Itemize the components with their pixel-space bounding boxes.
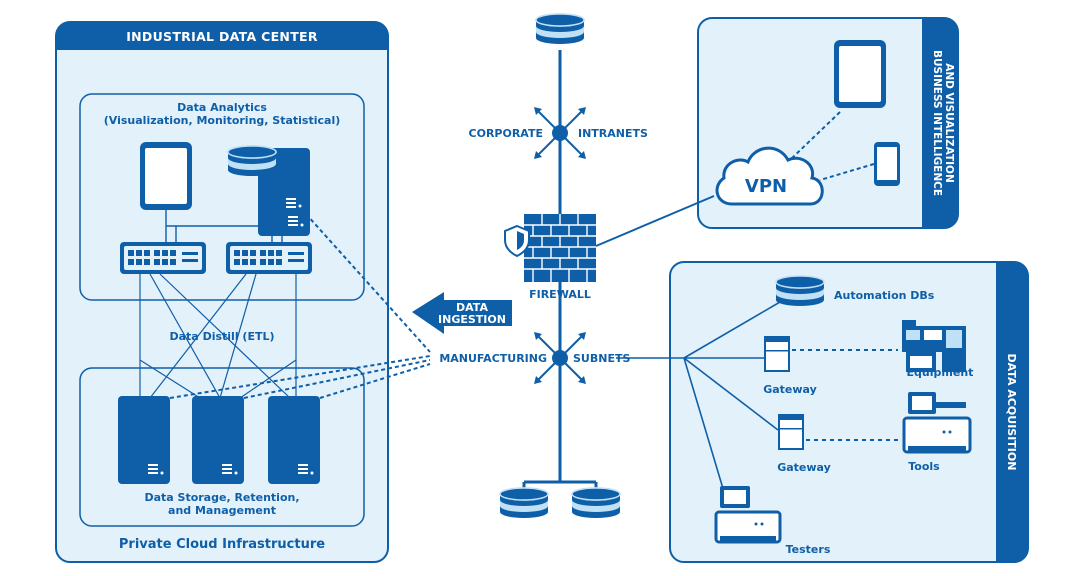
gateway-2-label: Gateway bbox=[777, 461, 831, 474]
industrial-data-center-panel: INDUSTRIAL DATA CENTER Data Analytics (V… bbox=[55, 21, 389, 563]
bi-title-line1: BUSINESS INTELLIGENCE bbox=[931, 50, 943, 196]
server-icon bbox=[192, 396, 244, 484]
business-intelligence-panel: BUSINESS INTELLIGENCE AND VISUALIZATION … bbox=[697, 17, 959, 229]
cloud-icon bbox=[715, 146, 824, 206]
datacenter-title: INDUSTRIAL DATA CENTER bbox=[126, 29, 318, 44]
analytics-label-line1: Data Analytics bbox=[177, 101, 267, 114]
tools-icon bbox=[902, 392, 972, 454]
firewall-label: FIREWALL bbox=[529, 288, 591, 301]
acquisition-title: DATA ACQUISITION bbox=[1005, 354, 1018, 471]
testers-label: Testers bbox=[786, 543, 831, 556]
shield-icon bbox=[504, 224, 530, 258]
tablet-icon bbox=[834, 40, 886, 108]
corporate-label: CORPORATE bbox=[469, 127, 543, 140]
analytics-label-line2: (Visualization, Monitoring, Statistical) bbox=[104, 114, 341, 127]
smartphone-icon bbox=[874, 142, 900, 186]
database-icon bbox=[571, 487, 621, 519]
database-icon bbox=[535, 13, 585, 45]
data-acquisition-panel: DATA ACQUISITION Automation DBs Gateway … bbox=[616, 261, 1029, 563]
network-backbone: CORPORATE INTRANETS FIREWALL bbox=[169, 13, 648, 519]
vpn-label: VPN bbox=[745, 176, 787, 197]
private-cloud-label: Private Cloud Infrastructure bbox=[119, 537, 325, 552]
arrow-left-icon bbox=[412, 292, 512, 334]
equipment-label: Equipment bbox=[907, 366, 974, 379]
server-icon bbox=[268, 396, 320, 484]
ingestion-label-line2: INGESTION bbox=[438, 313, 506, 326]
tools-label: Tools bbox=[908, 460, 940, 473]
manufacturing-label: MANUFACTURING bbox=[439, 352, 547, 365]
gateway-1-label: Gateway bbox=[763, 383, 817, 396]
network-switch-icon bbox=[226, 242, 312, 274]
gateway-icon bbox=[764, 336, 790, 372]
tester-icon bbox=[714, 486, 782, 544]
server-icon bbox=[118, 396, 170, 484]
subnets-label: SUBNETS bbox=[573, 352, 630, 365]
database-icon bbox=[227, 145, 277, 177]
firewall-icon bbox=[524, 214, 596, 282]
database-icon bbox=[775, 275, 825, 307]
automation-dbs-label: Automation DBs bbox=[834, 289, 935, 302]
bi-title-line2: AND VISUALIZATION bbox=[943, 63, 955, 183]
gateway-icon bbox=[778, 414, 804, 450]
ingestion-label-line1: DATA bbox=[456, 301, 488, 314]
intranets-label: INTRANETS bbox=[578, 127, 648, 140]
database-icon bbox=[499, 487, 549, 519]
tablet-icon bbox=[140, 142, 192, 210]
network-switch-icon bbox=[120, 242, 206, 274]
storage-label-line2: and Management bbox=[168, 504, 276, 517]
equipment-icon bbox=[902, 320, 966, 372]
storage-label-line1: Data Storage, Retention, bbox=[144, 491, 299, 504]
